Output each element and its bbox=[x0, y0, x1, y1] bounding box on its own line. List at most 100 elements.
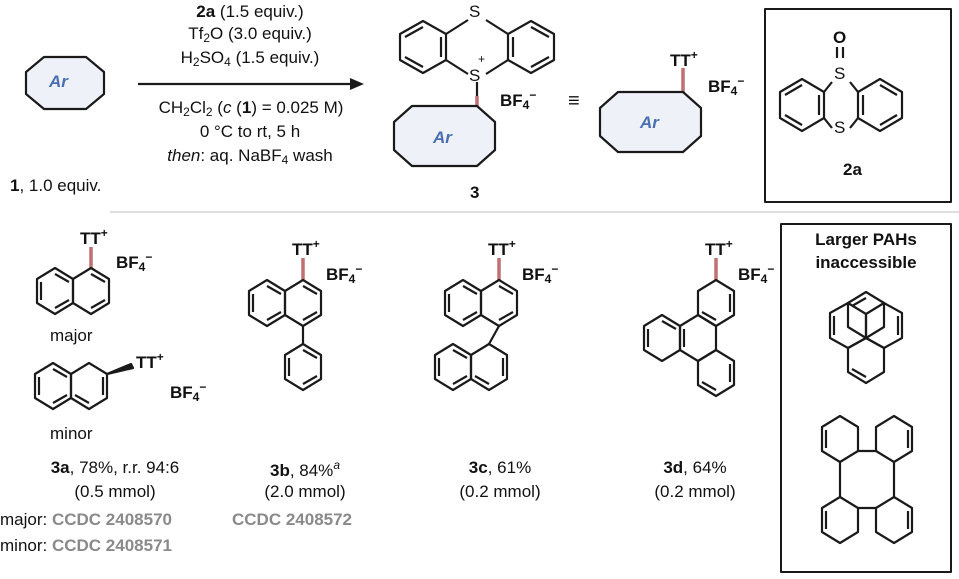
solvent-1: 1 bbox=[241, 98, 252, 117]
p3b-tt-text: TT bbox=[292, 240, 313, 259]
reagent-equiv: (1.5 equiv.) bbox=[215, 2, 304, 21]
p3c-scale: (0.2 mmol) bbox=[459, 482, 541, 501]
p3c-id: 3c bbox=[468, 458, 488, 477]
sm-ar-label: Ar bbox=[49, 72, 68, 91]
pah-box bbox=[780, 223, 952, 573]
p3d-counterion: BF4− bbox=[738, 262, 774, 286]
then-italic: then bbox=[167, 146, 201, 165]
p3a-ccdc-major: major: CCDC 2408570 bbox=[0, 510, 172, 530]
p3c-tt-text: TT bbox=[488, 240, 509, 259]
h2so4-c: (1.5 equiv.) bbox=[230, 48, 320, 67]
product-3-ar-ring bbox=[392, 104, 497, 168]
product-3c-structure bbox=[433, 258, 519, 392]
solvent-sub-h: 2 bbox=[183, 105, 190, 119]
solvent-sub-cl: 2 bbox=[205, 105, 213, 119]
product-3-ar-label: Ar bbox=[433, 128, 452, 147]
pyrene-structure bbox=[828, 290, 904, 385]
solvent-b: ( bbox=[212, 98, 223, 117]
sm-number: 1 bbox=[10, 176, 20, 195]
p3d-id: 3d bbox=[663, 458, 684, 477]
p3a-ccdc-minor: minor: CCDC 2408571 bbox=[0, 536, 172, 556]
p3a-minor-label: minor bbox=[50, 424, 93, 443]
p3a-plus: + bbox=[100, 226, 108, 240]
tt-product-ar-label: Ar bbox=[640, 113, 659, 132]
p3a-yield: 3a, 78%, r.r. 94:6 bbox=[20, 458, 210, 478]
p3d-minus: − bbox=[767, 262, 775, 276]
p3d-plus: + bbox=[725, 237, 733, 251]
p3b-bf-sub: 4 bbox=[348, 272, 356, 286]
p3c-tt: TT+ bbox=[488, 237, 516, 260]
tt-bf-sub: 4 bbox=[730, 84, 738, 98]
p3c-bf-sub: 4 bbox=[544, 272, 552, 286]
reagent-2a-label: 2a bbox=[843, 160, 862, 179]
tt-product-counterion: BF4− bbox=[708, 74, 744, 98]
tt-product-ar-ring bbox=[598, 90, 703, 154]
p3-bf: BF bbox=[500, 91, 523, 110]
product-3d-structure bbox=[642, 258, 736, 398]
solvent-c-italic: c bbox=[222, 98, 232, 117]
p3c-plus: + bbox=[508, 237, 516, 251]
p3a-minor-plus: + bbox=[156, 350, 164, 364]
p3b-scale: (2.0 mmol) bbox=[264, 482, 346, 501]
p3a-bf-sub: 4 bbox=[138, 260, 146, 274]
condition-tf2o: Tf2O (3.0 equiv.) bbox=[180, 24, 320, 45]
p3d-yield: 3d, 64% bbox=[615, 458, 775, 478]
reagent-2a-box bbox=[764, 8, 952, 203]
solvent-c: ( bbox=[231, 98, 242, 117]
p3a-id: 3a bbox=[50, 458, 70, 477]
p3c-bf: BF bbox=[522, 265, 545, 284]
p3b-plus: + bbox=[312, 237, 320, 251]
p3a-counterion: BF4− bbox=[116, 250, 152, 274]
p3b-counterion: BF4− bbox=[326, 262, 362, 286]
p3a-bf: BF bbox=[116, 253, 139, 272]
reagent-2a-s-top: S bbox=[834, 64, 846, 83]
product-3-counterion: BF4− bbox=[500, 88, 536, 112]
h2so4-sub1: 2 bbox=[192, 55, 200, 69]
p3b-bf: BF bbox=[326, 265, 349, 284]
reagent-2a-oxygen: O bbox=[833, 28, 847, 47]
product-3-number: 3 bbox=[470, 183, 480, 202]
tt-text: TT bbox=[670, 51, 691, 70]
tf2o-a: Tf bbox=[188, 24, 204, 43]
p3b-footnote: a bbox=[333, 458, 340, 472]
product-3-plus: + bbox=[478, 52, 486, 66]
product-3-s-top: S bbox=[469, 2, 481, 21]
p3b-ccdc: CCDC 2408572 bbox=[232, 510, 353, 529]
h2so4-b: SO bbox=[199, 48, 225, 67]
p3d-scale: (0.2 mmol) bbox=[654, 482, 736, 501]
p3a-minus: − bbox=[145, 250, 153, 264]
perylene-structure bbox=[820, 414, 914, 545]
p3c-yield: 3c, 61% bbox=[420, 458, 580, 478]
tt-minus: − bbox=[737, 74, 745, 88]
tt-bf: BF bbox=[708, 77, 731, 96]
condition-reagent-2a: 2a (1.5 equiv.) bbox=[180, 2, 320, 22]
h2so4-sub2: 4 bbox=[224, 55, 231, 69]
p3a-minor-bf-sub: 4 bbox=[192, 390, 200, 404]
p3b-tt: TT+ bbox=[292, 237, 320, 260]
p3a-ccdc-minor-prefix: minor: bbox=[0, 536, 52, 555]
p3c-yield-text: , 61% bbox=[487, 458, 532, 477]
p3-minus: − bbox=[529, 88, 537, 102]
p3d-yield-text: , 64% bbox=[683, 458, 727, 477]
p3d-bf-sub: 4 bbox=[760, 272, 768, 286]
condition-workup: then: aq. NaBF4 wash bbox=[138, 146, 362, 167]
sm-equiv: , 1.0 equiv. bbox=[19, 176, 102, 195]
equivalence-symbol: ≡ bbox=[568, 90, 580, 112]
condition-temperature: 0 °C to rt, 5 h bbox=[199, 122, 301, 141]
p3a-yield-text: , 78%, r.r. 94:6 bbox=[69, 458, 180, 477]
p3c-counterion: BF4− bbox=[522, 262, 558, 286]
condition-h2so4: H2SO4 (1.5 equiv.) bbox=[170, 48, 330, 69]
p3a-scale: (0.5 mmol) bbox=[74, 482, 156, 501]
p3a-minor-bf: BF bbox=[170, 383, 193, 402]
p3a-minor-minus: − bbox=[199, 380, 207, 394]
starting-material-caption: 1, 1.0 equiv. bbox=[10, 176, 101, 196]
wash-a: : aq. NaBF bbox=[200, 146, 282, 165]
p3a-major-label: major bbox=[50, 326, 93, 345]
product-3b-structure bbox=[247, 258, 323, 392]
p3a-ccdc-major-prefix: major: bbox=[0, 510, 52, 529]
wash-sub: 4 bbox=[281, 153, 289, 167]
p3a-minor-counterion: BF4− bbox=[170, 380, 206, 404]
p3a-tt: TT+ bbox=[80, 226, 108, 249]
solvent-cl: Cl bbox=[189, 98, 206, 117]
